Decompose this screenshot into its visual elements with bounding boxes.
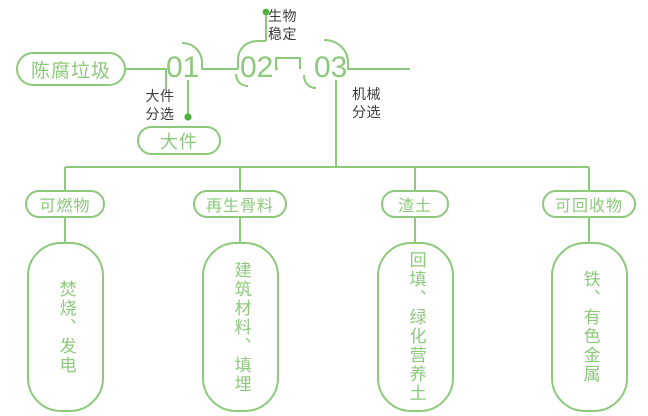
stage-number-03[interactable]: 03 [314, 51, 348, 84]
destination-text-combustible: 焚烧、发电 [56, 279, 76, 375]
annotation-bulky-sorting: 大件 分选 [145, 88, 175, 122]
node-root-input[interactable]: 陈腐垃圾 [16, 52, 126, 86]
node-side-output-bulky[interactable]: 大件 [137, 126, 221, 155]
destination-text-slag-soil: 回填、绿化营养土 [406, 251, 426, 403]
destination-text-recycled-aggregate: 建筑材料、填埋 [231, 260, 251, 394]
node-category-slag-soil[interactable]: 渣土 [381, 190, 449, 218]
annotation-mechanical-sorting: 机械 分选 [352, 86, 381, 120]
node-destination-combustible[interactable]: 焚烧、发电 [27, 242, 104, 412]
node-category-combustible[interactable]: 可燃物 [25, 190, 105, 218]
destination-text-recyclables: 铁、有色金属 [580, 270, 600, 384]
node-destination-recycled-aggregate[interactable]: 建筑材料、填埋 [202, 242, 279, 412]
node-category-recyclables[interactable]: 可回收物 [542, 190, 636, 218]
node-category-recycled-aggregate[interactable]: 再生骨料 [193, 190, 287, 218]
annotation-bio-stabilization: 生物 稳定 [268, 8, 297, 42]
stage-number-01[interactable]: 01 [166, 51, 200, 84]
node-destination-slag-soil[interactable]: 回填、绿化营养土 [377, 242, 454, 412]
node-destination-recyclables[interactable]: 铁、有色金属 [551, 242, 628, 412]
stage-number-02[interactable]: 02 [240, 51, 274, 84]
bulky-endpoint-dot [184, 113, 192, 121]
